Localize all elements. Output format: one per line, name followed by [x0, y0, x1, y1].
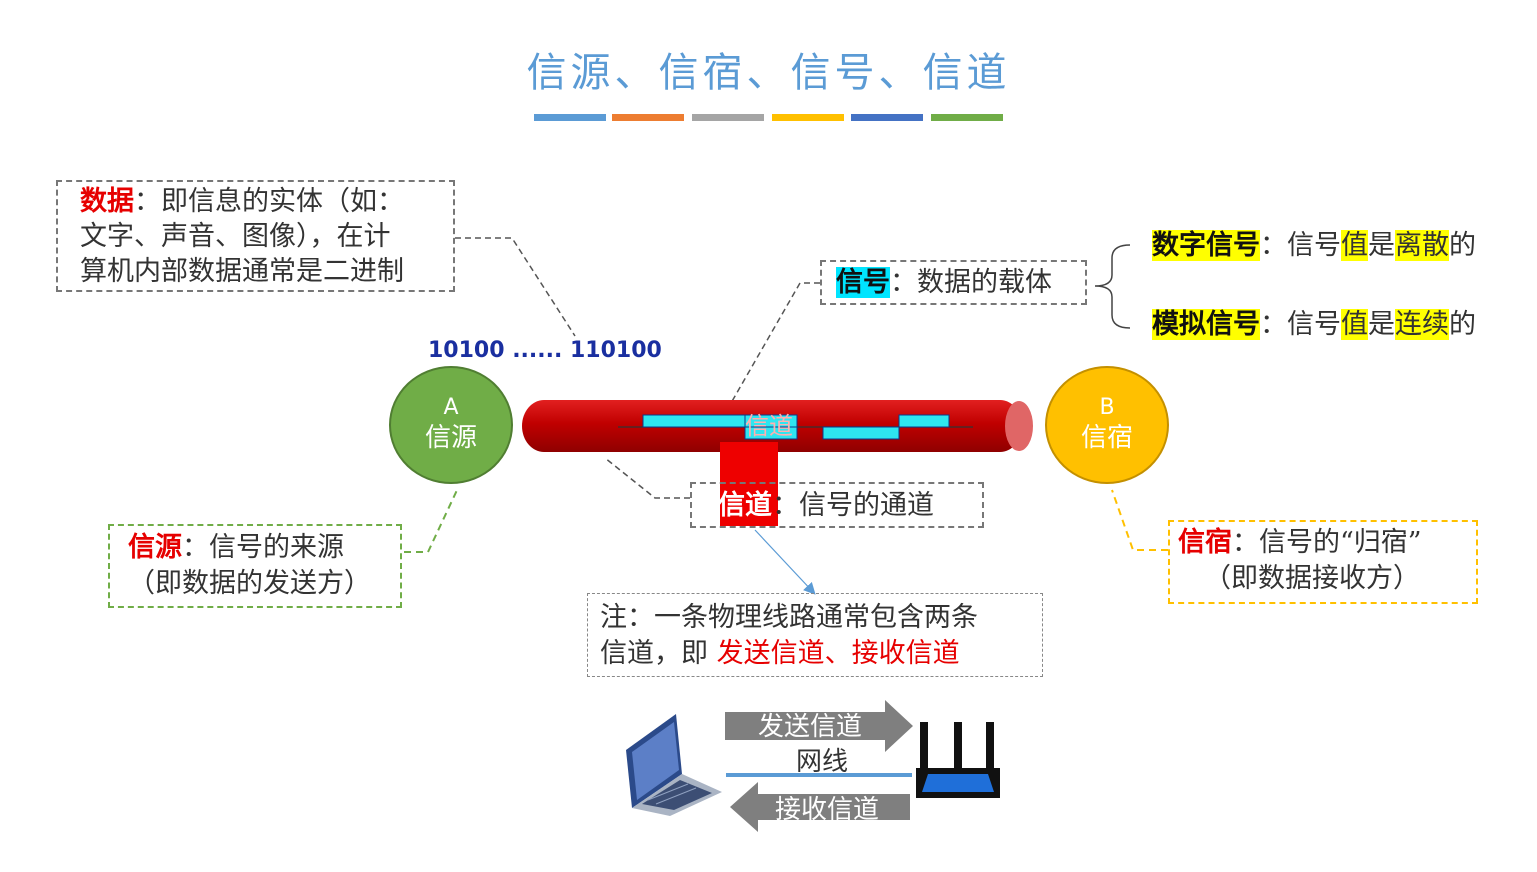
router-icon — [916, 722, 1000, 798]
data-line-1: 数据：即信息的实体（如： — [80, 184, 453, 219]
analog-signal-line: 模拟信号：信号值是连续的 — [1152, 307, 1476, 343]
signal-colon: ： — [890, 267, 917, 298]
title-bar-2 — [612, 114, 684, 121]
data-line-3: 算机内部数据通常是二进制 — [80, 256, 404, 287]
channel-definition-box: 信道：信号的通道 — [690, 482, 984, 528]
node-b-letter: B — [1099, 395, 1115, 420]
note-line-2: 信道，即 发送信道、接收信道 — [600, 636, 1042, 672]
data-definition-box: 数据：即信息的实体（如： 文字、声音、图像），在计 算机内部数据通常是二进制 — [56, 180, 455, 292]
receive-arrow — [730, 782, 910, 832]
wire-label: 网线 — [796, 747, 849, 777]
channel-pipe — [522, 400, 1033, 452]
analog-signal-value: 值 — [1341, 309, 1368, 340]
source-line-1: 信源：信号的来源 — [128, 530, 400, 566]
sink-definition-box: 信宿：信号的“归宿” （即数据接收方） — [1168, 520, 1478, 604]
signal-keyword: 信号 — [836, 267, 890, 298]
note-line-1: 注：一条物理线路通常包含两条 — [600, 602, 978, 633]
channel-highlight-block — [720, 442, 778, 526]
channel-keyword: 信道 — [718, 490, 772, 521]
node-a-source: A 信源 — [389, 366, 513, 484]
signal-definition-box: 信号：数据的载体 — [820, 260, 1087, 305]
signal-brace — [1094, 244, 1131, 329]
channel-connector — [604, 457, 690, 499]
channel-text: 信号的通道 — [799, 490, 934, 521]
source-definition-box: 信源：信号的来源 （即数据的发送方） — [108, 524, 402, 608]
signal-text: 数据的载体 — [917, 267, 1052, 298]
source-line-2: （即数据的发送方） — [128, 568, 371, 599]
data-keyword: 数据 — [80, 186, 134, 217]
analog-signal-colon: ： — [1260, 309, 1287, 340]
digital-signal-keyword: 数字信号 — [1152, 230, 1260, 261]
send-channel-label: 发送信道 — [757, 712, 862, 742]
digital-signal-suffix: 的 — [1449, 230, 1476, 261]
node-a-letter: A — [443, 395, 459, 420]
analog-signal-continuous: 连续 — [1395, 309, 1449, 340]
sink-line-1: 信宿：信号的“归宿” — [1178, 525, 1476, 561]
network-cable — [726, 773, 912, 777]
digital-signal-value: 值 — [1341, 230, 1368, 261]
note-line-2-prefix: 信道，即 — [600, 638, 708, 669]
sink-colon: ： — [1232, 527, 1259, 558]
analog-signal-prefix: 信号 — [1287, 309, 1341, 340]
signal-connector — [726, 282, 820, 411]
title-bar-6 — [931, 114, 1003, 121]
source-colon: ： — [182, 532, 209, 563]
digital-signal-discrete: 离散 — [1395, 230, 1449, 261]
title-bar-5 — [851, 114, 923, 121]
send-arrow — [725, 700, 913, 752]
page-title: 信源、信宿、信号、信道 — [526, 50, 1011, 96]
analog-signal-keyword: 模拟信号 — [1152, 309, 1260, 340]
title-bar-3 — [692, 114, 764, 121]
note-send-channel: 发送信道 — [716, 638, 825, 669]
node-a-name: 信源 — [424, 423, 477, 453]
sink-line-2: （即数据接收方） — [1204, 563, 1420, 594]
digital-signal-prefix: 信号 — [1287, 230, 1341, 261]
channel-colon: ： — [772, 490, 799, 521]
node-b-name: 信宿 — [1080, 423, 1133, 453]
signal-pulse-1 — [642, 414, 746, 428]
digital-signal-line: 数字信号：信号值是离散的 — [1152, 228, 1476, 264]
data-line-1-text: 即信息的实体（如： — [161, 186, 404, 217]
note-arrow — [754, 529, 816, 595]
node-b-sink: B 信宿 — [1045, 366, 1169, 484]
receive-channel-label: 接收信道 — [774, 795, 879, 825]
sink-line-1-text: 信号的“归宿” — [1259, 527, 1422, 558]
signal-pulse-low — [744, 426, 798, 440]
sink-connector — [1111, 489, 1168, 551]
analog-signal-suffix: 的 — [1449, 309, 1476, 340]
title-bar-4 — [772, 114, 844, 121]
signal-pulse-4 — [898, 414, 950, 428]
note-separator: 、 — [824, 638, 852, 669]
digital-signal-mid: 是 — [1368, 230, 1395, 261]
source-keyword: 信源 — [128, 532, 182, 563]
note-box: 注：一条物理线路通常包含两条 信道，即 发送信道、接收信道 — [587, 593, 1043, 677]
sink-keyword: 信宿 — [1178, 527, 1232, 558]
note-recv-channel: 接收信道 — [851, 638, 960, 669]
analog-signal-mid: 是 — [1368, 309, 1395, 340]
pipe-end-cap — [1005, 401, 1033, 451]
data-line-2: 文字、声音、图像），在计 — [80, 221, 391, 252]
signal-pulse-3 — [822, 426, 900, 440]
laptop-icon — [626, 714, 722, 816]
digital-signal-colon: ： — [1260, 230, 1287, 261]
pipe-label: 信道 — [745, 412, 793, 440]
title-bar-1 — [534, 114, 606, 121]
source-connector — [404, 487, 459, 553]
data-connector — [455, 237, 576, 337]
data-colon: ： — [134, 186, 161, 217]
source-line-1-text: 信号的来源 — [209, 532, 344, 563]
binary-string: 10100 ...... 110100 — [428, 338, 662, 363]
